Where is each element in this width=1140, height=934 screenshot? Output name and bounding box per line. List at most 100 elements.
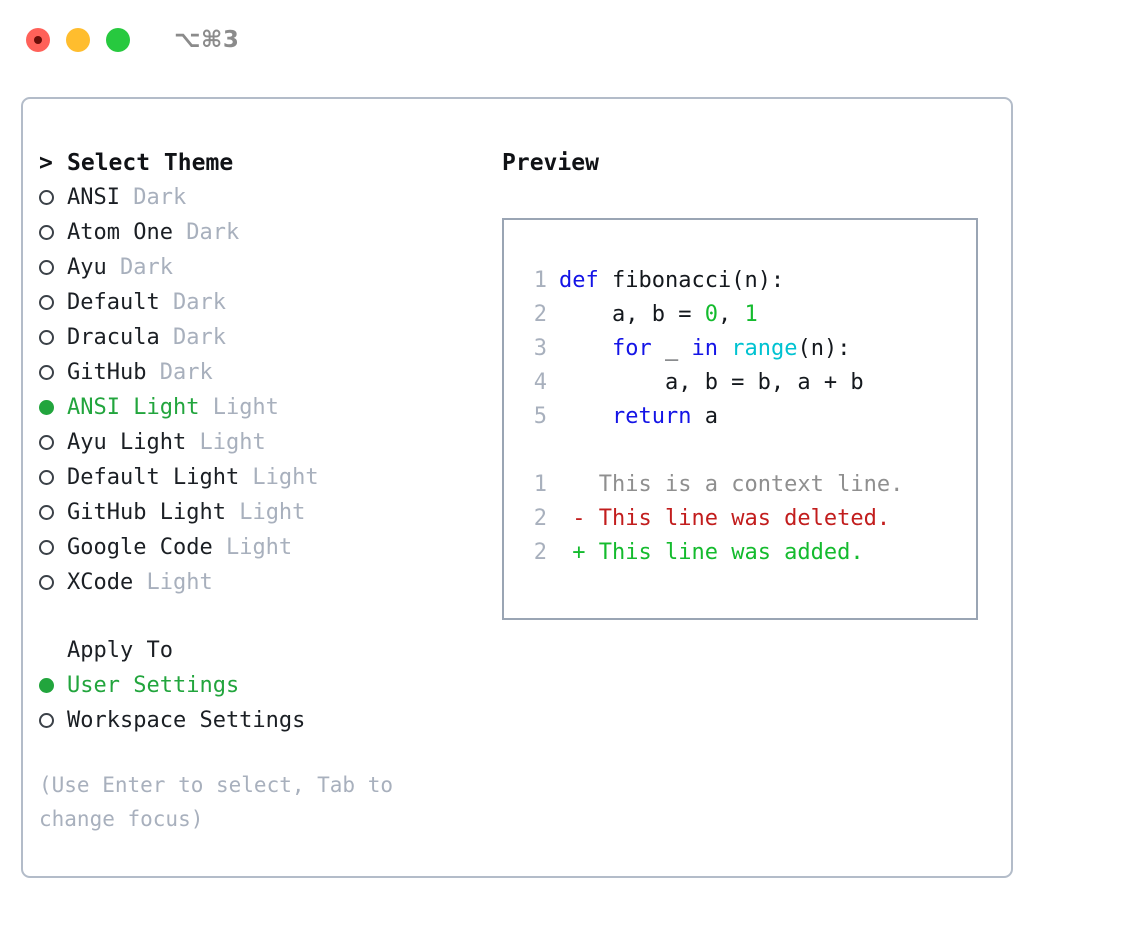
close-button[interactable] [26, 28, 50, 52]
radio-glyph [39, 678, 54, 693]
code-token-kw: def [559, 268, 599, 293]
code-line: 4 a, b = b, a + b [504, 366, 976, 400]
theme-option-variant: Light [186, 430, 266, 455]
apply-to-title: Apply To [67, 638, 173, 663]
theme-option-github-light[interactable]: GitHub Light Light [39, 495, 499, 530]
maximize-button[interactable] [106, 28, 130, 52]
prompt-marker-icon: > [39, 150, 53, 176]
theme-option-google-code[interactable]: Google Code Light [39, 530, 499, 565]
code-line-number: 1 [533, 268, 547, 293]
select-theme-title: Select Theme [67, 150, 234, 176]
radio-unselected-icon [39, 703, 67, 737]
radio-glyph [39, 260, 54, 275]
theme-option-label: ANSI [67, 185, 120, 210]
theme-option-variant: Light [199, 395, 279, 420]
radio-unselected-icon [39, 180, 67, 214]
theme-option-variant: Dark [159, 290, 226, 315]
radio-glyph [39, 400, 54, 415]
minimize-button[interactable] [66, 28, 90, 52]
theme-option-label: Atom One [67, 220, 173, 245]
radio-unselected-icon [39, 285, 67, 319]
theme-option-github[interactable]: GitHub Dark [39, 355, 499, 390]
theme-option-ayu-light[interactable]: Ayu Light Light [39, 425, 499, 460]
diff-line-number: 2 [533, 540, 547, 565]
radio-unselected-icon [39, 320, 67, 354]
close-focus-dot [34, 36, 42, 44]
theme-option-label: Default [67, 290, 160, 315]
title-bar: ⌥⌘3 [0, 0, 1140, 80]
theme-option-variant: Dark [159, 325, 226, 350]
theme-option-label: Default Light [67, 465, 240, 490]
code-token-kw: in [691, 336, 718, 361]
diff-marker-icon: + [559, 540, 599, 565]
code-diff-gap [504, 434, 976, 468]
diff-line-text: This line was added. [598, 540, 864, 565]
radio-glyph [39, 575, 54, 590]
radio-selected-icon [39, 390, 67, 424]
diff-marker-icon [559, 468, 599, 502]
diff-line-number: 2 [533, 506, 547, 531]
code-token-fn: range [731, 336, 798, 361]
code-token-txt: a, b = b, a + b [559, 370, 864, 395]
code-token-kw: return [611, 404, 692, 429]
code-line-number: 2 [533, 302, 547, 327]
code-token-txt: , [717, 302, 745, 327]
theme-option-variant: Dark [106, 255, 173, 280]
code-line-number: 5 [533, 404, 547, 429]
select-theme-heading: > Select Theme [39, 146, 499, 180]
preview-heading: Preview [502, 150, 599, 176]
theme-option-variant: Light [239, 465, 319, 490]
keyboard-hint-text: (Use Enter to select, Tab to change focu… [39, 773, 394, 831]
radio-unselected-icon [39, 460, 67, 494]
keyboard-shortcut-label: ⌥⌘3 [174, 27, 240, 53]
diff-line-add: 2 + This line was added. [504, 536, 976, 570]
code-line-number: 4 [533, 370, 547, 395]
radio-glyph [39, 505, 54, 520]
radio-glyph [39, 225, 54, 240]
code-line: 3 for _ in range(n): [504, 332, 976, 366]
diff-line-text: This is a context line. [598, 472, 904, 497]
radio-unselected-icon [39, 495, 67, 529]
theme-option-default-light[interactable]: Default Light Light [39, 460, 499, 495]
code-token-txt [559, 332, 612, 366]
theme-option-dracula[interactable]: Dracula Dark [39, 320, 499, 355]
theme-option-atom-one[interactable]: Atom One Dark [39, 215, 499, 250]
theme-option-variant: Light [212, 535, 293, 560]
theme-option-label: Dracula [67, 325, 160, 350]
code-token-txt: fibonacci(n): [598, 268, 785, 293]
code-line: 2 a, b = 0, 1 [504, 298, 976, 332]
theme-option-ayu[interactable]: Ayu Dark [39, 250, 499, 285]
theme-option-ansi[interactable]: ANSI Dark [39, 180, 499, 215]
radio-unselected-icon [39, 215, 67, 249]
list-spacer [39, 600, 499, 634]
apply-to-option-user-settings[interactable]: User Settings [39, 668, 499, 703]
theme-option-label: Google Code [67, 535, 213, 560]
apply-to-option-workspace-settings[interactable]: Workspace Settings [39, 703, 499, 738]
theme-option-default[interactable]: Default Dark [39, 285, 499, 320]
traffic-lights [26, 28, 130, 52]
theme-option-label: Ayu [67, 255, 107, 280]
theme-option-label: Ayu Light [67, 430, 187, 455]
code-token-txt: (n): [797, 336, 851, 361]
diff-line-number: 1 [533, 472, 547, 497]
code-token-num: 1 [744, 302, 758, 327]
apply-to-option-label: Workspace Settings [67, 708, 306, 733]
apply-to-heading: Apply To [39, 634, 499, 668]
radio-unselected-icon [39, 530, 67, 564]
code-line: 5 return a [504, 400, 976, 434]
theme-option-ansi-light[interactable]: ANSI Light Light [39, 390, 499, 425]
theme-option-variant: Dark [146, 360, 213, 385]
radio-glyph [39, 713, 54, 728]
radio-unselected-icon [39, 425, 67, 459]
radio-unselected-icon [39, 565, 67, 599]
code-line: 1 def fibonacci(n): [504, 264, 976, 298]
theme-option-variant: Dark [172, 220, 240, 245]
diff-marker-icon: - [559, 506, 599, 531]
theme-option-xcode[interactable]: XCode Light [39, 565, 499, 600]
